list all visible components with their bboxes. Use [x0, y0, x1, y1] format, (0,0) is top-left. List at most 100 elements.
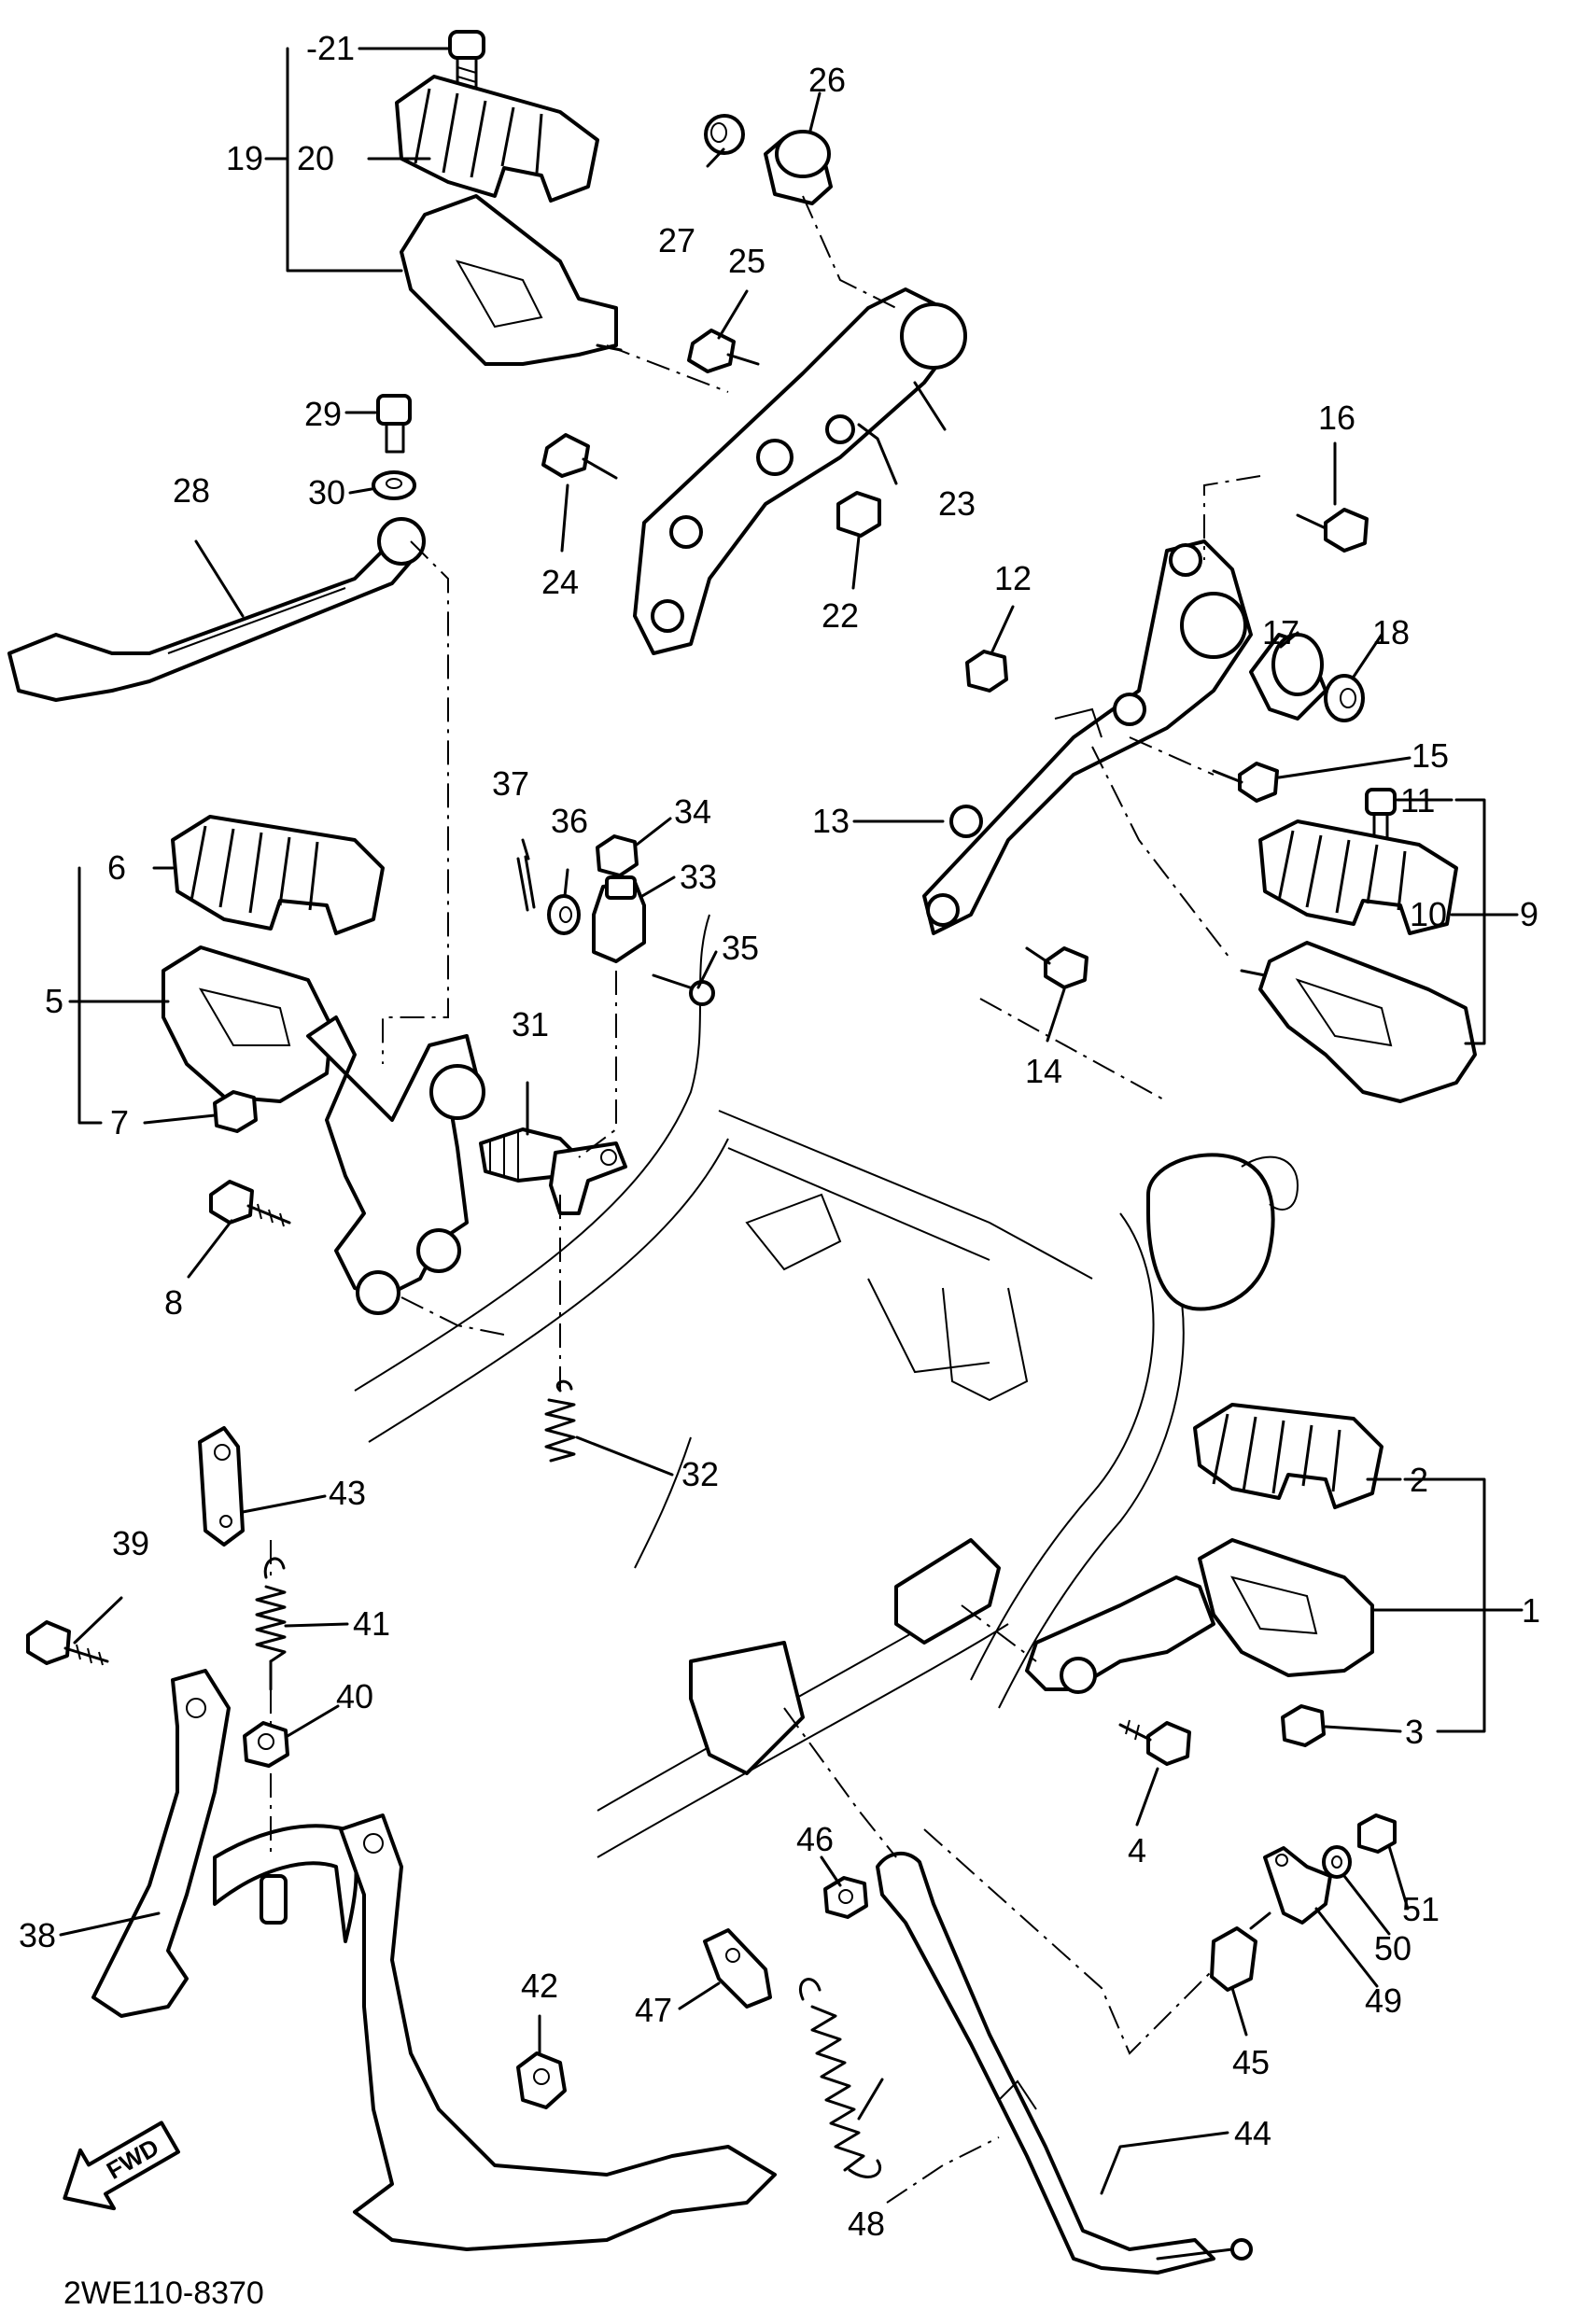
part-13-footrest-bracket [922, 539, 1253, 935]
part-28-shift-pedal [7, 517, 426, 702]
part-50-washer [1322, 1845, 1352, 1879]
callout-43: 43 [329, 1474, 366, 1512]
callout-6: 6 [107, 848, 126, 887]
part-25-bolt [687, 329, 760, 373]
callout-41: 41 [353, 1604, 390, 1643]
callout-8: 8 [164, 1283, 183, 1322]
callout-48: 48 [848, 2205, 885, 2243]
part-41-spring [255, 1557, 287, 1691]
callout-10: 10 [1410, 895, 1447, 933]
part-3-nut [1281, 1704, 1326, 1747]
callout-31: 31 [512, 1005, 549, 1043]
part-27-collar [704, 114, 745, 155]
part-26-damper [764, 130, 833, 205]
part-30-washer [372, 470, 416, 500]
callout-5: 5 [45, 982, 63, 1020]
part-48-spring [799, 1978, 882, 2178]
part-8-bolt [209, 1180, 291, 1227]
callout-16: 16 [1318, 399, 1355, 437]
part-12-nut [965, 650, 1008, 693]
callout-24: 24 [541, 563, 579, 601]
callout-40: 40 [336, 1677, 373, 1715]
callout-labels: -21 20 19 26 27 25 23 24 22 29 30 28 16 … [19, 29, 1540, 2243]
part-49-plate [1263, 1846, 1332, 1925]
fwd-arrow: FWD [63, 2121, 180, 2211]
part-19-footrest [400, 194, 623, 366]
part-29-bolt [376, 394, 412, 454]
callout-37: 37 [492, 764, 529, 803]
part-14-bolt [1025, 946, 1088, 989]
callout-29: 29 [304, 395, 342, 433]
part-33-joint [592, 875, 646, 963]
part-43-plate [198, 1426, 245, 1547]
part-6-footrest-rubber [171, 815, 385, 935]
part-31-shift-arm [479, 1127, 627, 1215]
part-32-spring [544, 1379, 576, 1463]
callout-23: 23 [938, 484, 976, 523]
callout-33: 33 [680, 858, 717, 896]
callout-18: 18 [1372, 613, 1410, 651]
callout-42: 42 [521, 1967, 558, 2005]
callout-2: 2 [1410, 1461, 1428, 1499]
callout-9: 9 [1520, 895, 1538, 933]
part-15-bolt [1212, 762, 1279, 803]
callout-1: 1 [1522, 1591, 1540, 1630]
part-1-footrest [1025, 1538, 1374, 1694]
callout-21: -21 [306, 29, 355, 67]
callout-11: 11 [1400, 781, 1435, 819]
leader-lines [59, 47, 1524, 2195]
callout-12: 12 [994, 559, 1032, 597]
part-42-stopper [516, 2051, 567, 2109]
part-39-bolt [26, 1620, 109, 1666]
callout-27: 27 [658, 221, 695, 259]
callout-20: 20 [297, 139, 334, 177]
part-2-footrest-rubber [1193, 1403, 1383, 1509]
part-47-plate [703, 1928, 772, 2009]
callout-19: 19 [226, 139, 263, 177]
part-16-bolt [1296, 508, 1369, 553]
part-10-footrest-rubber [1258, 819, 1458, 935]
part-40-collar [243, 1721, 289, 1768]
part-46-nut [823, 1876, 868, 1919]
part-44-side-stand [876, 1852, 1253, 2275]
callout-44: 44 [1234, 2114, 1271, 2152]
callout-14: 14 [1025, 1052, 1062, 1090]
callout-32: 32 [681, 1455, 719, 1493]
assembly-centerlines [270, 195, 1261, 2204]
part-7-nut [213, 1090, 258, 1133]
part-24-bolt [541, 433, 618, 480]
callout-28: 28 [173, 471, 210, 510]
callout-15: 15 [1411, 736, 1449, 775]
callout-45: 45 [1232, 2043, 1270, 2081]
callout-47: 47 [635, 1991, 672, 2029]
callout-17: 17 [1262, 613, 1299, 651]
callout-30: 30 [308, 473, 345, 511]
callout-50: 50 [1374, 1929, 1411, 1967]
callout-46: 46 [796, 1820, 834, 1858]
callout-7: 7 [110, 1103, 129, 1141]
drawing-code: 2WE110-8370 [63, 2275, 264, 2311]
part-11-screw [1365, 788, 1397, 842]
part-18-collar [1324, 674, 1365, 722]
callout-34: 34 [674, 792, 711, 831]
part-20-footrest-rubber [395, 75, 599, 203]
part-23-rear-bracket [633, 287, 967, 655]
callout-38: 38 [19, 1916, 56, 1954]
callout-36: 36 [551, 802, 588, 840]
part-4-bolt [1118, 1719, 1191, 1766]
part-22-nut [836, 491, 881, 538]
callout-25: 25 [728, 242, 765, 280]
part-9-footrest [1240, 941, 1477, 1103]
callout-3: 3 [1405, 1713, 1424, 1751]
part-36-washer [547, 894, 581, 935]
callout-13: 13 [812, 802, 850, 840]
callout-49: 49 [1365, 1981, 1402, 2020]
part-35-bolt [652, 973, 715, 1006]
left-footrest-bracket [306, 1015, 485, 1315]
part-45-sidestand-switch [1210, 1911, 1271, 1992]
callout-26: 26 [808, 61, 846, 99]
callout-51: 51 [1402, 1890, 1440, 1928]
callout-35: 35 [722, 929, 759, 967]
callout-39: 39 [112, 1524, 149, 1562]
